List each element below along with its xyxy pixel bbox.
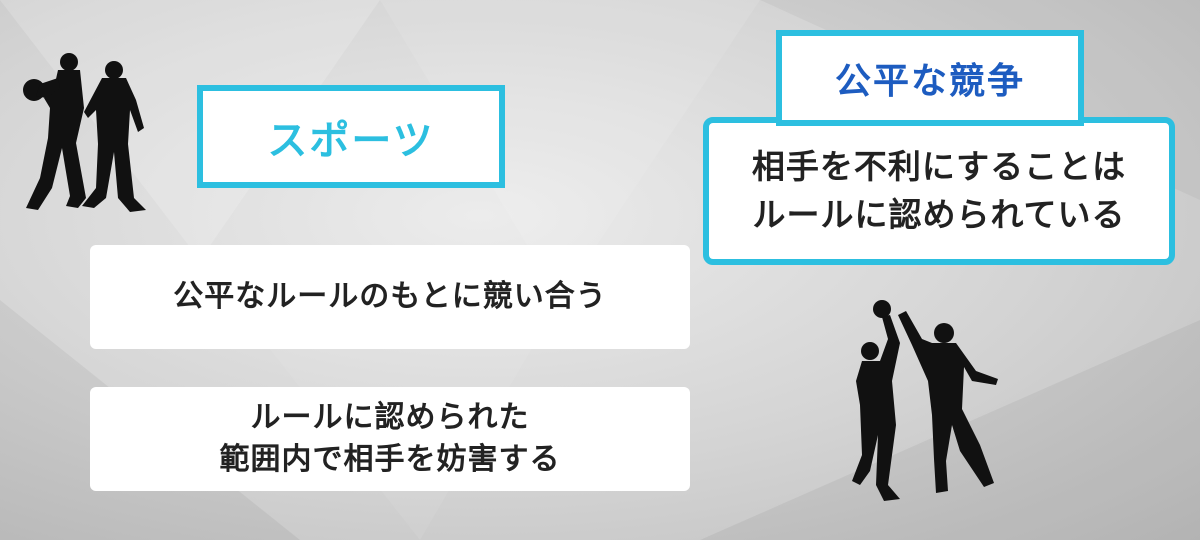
basketball-players-defending-silhouette — [23, 53, 146, 212]
sports-point-text: 範囲内で相手を妨害する — [219, 442, 561, 477]
sports-label-box: スポーツ — [197, 85, 505, 188]
sports-point-card-fair-rules: 公平なルールのもとに競い合う — [90, 245, 690, 349]
fair-competition-description-box: 相手を不利にすることは ルールに認められている — [703, 117, 1175, 265]
fair-competition-description-line: 相手を不利にすることは — [751, 147, 1127, 186]
basketball-players-shot-block-silhouette — [852, 300, 998, 501]
fair-competition-label: 公平な競争 — [834, 61, 1025, 102]
sports-point-text: 公平なルールのもとに競い合う — [173, 279, 607, 314]
sports-point-text: ルールに認められた — [250, 400, 530, 435]
fair-competition-label-box: 公平な競争 — [776, 30, 1084, 126]
fair-competition-description-line: ルールに認められている — [752, 195, 1126, 234]
sports-point-card-interference: ルールに認められた 範囲内で相手を妨害する — [90, 387, 690, 491]
sports-label: スポーツ — [267, 117, 435, 164]
